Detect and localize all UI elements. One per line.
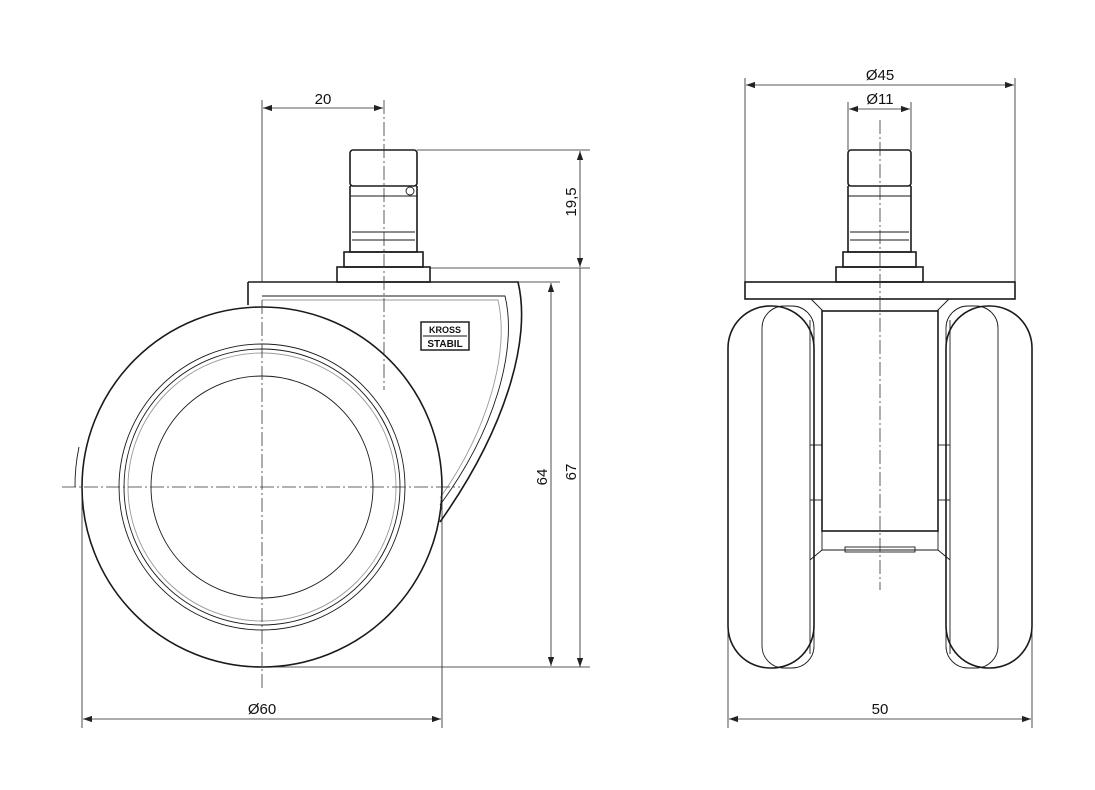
brand-logo: KROSS STABIL (420, 321, 470, 351)
dim-plate-width-label: Ø45 (866, 67, 894, 84)
dim-wheel-height-label: 64 (534, 469, 551, 486)
front-right-wheel (945, 305, 1033, 669)
side-housing (247, 281, 523, 523)
front-view: Ø45 Ø11 50 (727, 67, 1033, 728)
dim-stem-height-label: 19,5 (563, 187, 580, 216)
front-left-wheel (727, 305, 815, 669)
front-dimensions: Ø45 Ø11 50 (727, 67, 1033, 728)
dim-stem-offset-label: 20 (315, 91, 332, 108)
dim-wheel-diameter-label: Ø60 (248, 701, 276, 718)
side-view: KROSS STABIL 20 19,5 67 (62, 91, 590, 728)
dim-stem-diameter-label: Ø11 (866, 91, 893, 108)
front-stem (835, 149, 924, 283)
side-dimensions: 20 19,5 67 64 Ø60 (81, 91, 590, 728)
side-stem (336, 149, 431, 283)
dim-total-width-label: 50 (872, 701, 889, 718)
dim-total-height-label: 67 (563, 464, 580, 481)
side-centerlines (62, 100, 460, 690)
logo-bottom-text: STABIL (427, 339, 462, 350)
logo-top-text: KROSS (429, 325, 461, 335)
